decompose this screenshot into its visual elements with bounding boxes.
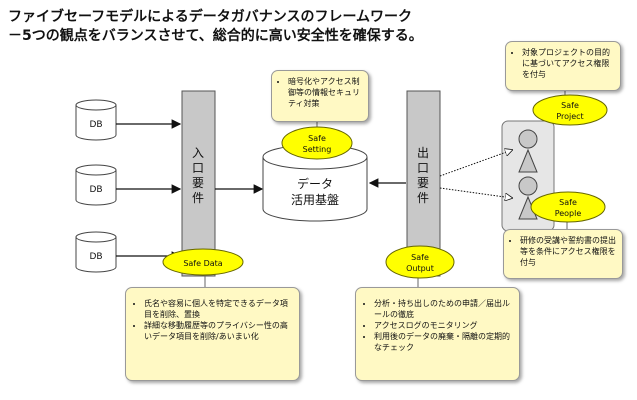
page-title: ファイブセーフモデルによるデータガバナンスのフレームワーク: [8, 9, 413, 25]
outbound-label: 出口要件: [416, 146, 429, 205]
note-safe-data: 氏名や容易に個人を特定できるデータ項目を削除、置換 詳細な移動履歴等のプライバシ…: [125, 287, 300, 381]
note-item: 分析・持ち出しのための申請／届出ルールの徹底: [374, 298, 511, 320]
note-item: 対象プロジェクトの目的に基づいてアクセス権限を付与: [522, 47, 614, 80]
note-safe-output: 分析・持ち出しのための申請／届出ルールの徹底 アクセスログのモニタリング 利用後…: [355, 287, 520, 381]
safe-project-line1: Safe: [561, 101, 579, 110]
arrow-to-user-1: [439, 150, 512, 177]
note-item: アクセスログのモニタリング: [374, 320, 511, 331]
db-label: DB: [89, 120, 102, 130]
note-item: 暗号化やアクセス制御等の情報セキュリティ対策: [288, 76, 362, 109]
center-label-line2: 活用基盤: [291, 193, 339, 207]
person-icon: [518, 129, 538, 173]
note-item: 利用後のデータの廃棄・隔離の定期的なチェック: [374, 331, 511, 353]
db-label: DB: [89, 185, 102, 195]
safe-output-line1: Safe: [411, 253, 429, 262]
safe-data-ellipse: Safe Data: [162, 248, 244, 276]
safe-setting-line2: Setting: [303, 145, 332, 154]
inbound-label: 入口要件: [191, 146, 204, 205]
page-subtitle: －5つの観点をバランスさせて、総合的に高い安全性を確保する。: [8, 28, 423, 44]
db-cylinder-3: DB: [75, 231, 117, 273]
arrow-to-user-2: [439, 187, 512, 198]
safe-output-ellipse: Safe Output: [385, 245, 455, 279]
safe-people-line1: Safe: [559, 198, 577, 207]
note-safe-setting: 暗号化やアクセス制御等の情報セキュリティ対策: [271, 70, 369, 122]
safe-people-line2: People: [555, 209, 582, 218]
safe-people-ellipse: Safe People: [530, 191, 606, 223]
safe-setting-line1: Safe: [308, 134, 326, 143]
note-item: 氏名や容易に個人を特定できるデータ項目を削除、置換: [144, 298, 291, 320]
safe-output-line2: Output: [406, 264, 434, 273]
note-safe-project: 対象プロジェクトの目的に基づいてアクセス権限を付与: [505, 41, 621, 91]
note-item: 詳細な移動履歴等のプライバシー性の高いデータ項目を削除/あいまい化: [144, 320, 291, 342]
db-label: DB: [89, 252, 102, 262]
safe-project-line2: Project: [556, 112, 583, 121]
db-cylinder-2: DB: [75, 164, 117, 206]
center-label-line1: データ: [297, 176, 333, 191]
safe-project-ellipse: Safe Project: [532, 94, 608, 126]
safe-setting-ellipse: Safe Setting: [281, 126, 353, 160]
inbound-requirements-bar: [181, 90, 216, 277]
db-cylinder-1: DB: [75, 99, 117, 141]
note-safe-people: 研修の受講や誓約書の提出等を条件にアクセス権限を付与: [503, 229, 623, 279]
safe-data-label: Safe Data: [183, 259, 222, 268]
outbound-requirements-bar: [406, 90, 441, 277]
note-item: 研修の受講や誓約書の提出等を条件にアクセス権限を付与: [520, 235, 616, 268]
